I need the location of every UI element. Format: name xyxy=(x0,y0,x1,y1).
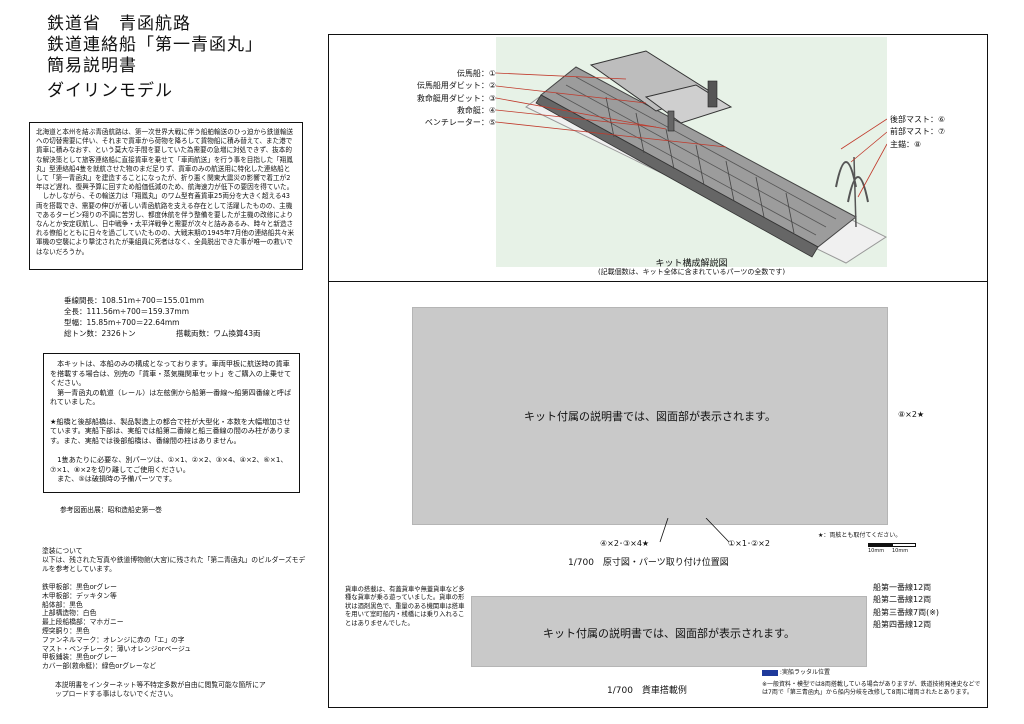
paint-item: 最上段船橋部：マホガニー xyxy=(42,618,124,627)
paint-item: 鉄甲板部：黒色orグレー xyxy=(42,583,117,591)
paint-item: ファンネルマーク：オレンジに赤の「エ」の字 xyxy=(42,635,185,644)
part-label: 救命艇：④ xyxy=(456,105,496,115)
part-label: 伝馬船：① xyxy=(456,69,496,78)
ladder-legend-text: :実船ラッタル位置 xyxy=(779,669,830,676)
notice-text: 本キットは、本船のみの構成となっております。車両甲板に航送時の貨車を搭載する場合… xyxy=(50,359,292,484)
specs-block: 垂線間長：108.51m÷700＝155.01mm 全長：111.56m÷700… xyxy=(64,295,261,339)
callout-leaders xyxy=(659,518,730,543)
copyright-note: 本説明書をインターネット等不特定多数が自由に閲覧可能な箇所にアップロードする事は… xyxy=(55,681,266,698)
callout-davits: ①×1･②×2 xyxy=(728,539,770,548)
paint-item: 木甲板部：デッキタン等 xyxy=(42,591,117,600)
paint-intro: 塗装について 以下は、残された写真や鉄道博物館(大宮)に残された「第二青函丸」の… xyxy=(42,547,306,573)
history-text: 北海道と本州を結ぶ青函航路は、第一次世界大戦に伴う船舶輸送のひっ迫から鉄道輸送へ… xyxy=(36,128,295,256)
kit-caption: キット構成解説図 xyxy=(655,259,728,269)
track-labels: 船第一番線12両 船第二番線12両 船第三番線7両(※) 船第四番線12両 xyxy=(873,582,939,631)
ladder-legend-swatch xyxy=(762,669,778,676)
panel-divider xyxy=(328,281,988,282)
both-sides-note: ★：両舷とも取付てください。 xyxy=(818,532,902,539)
ship-model-drawing xyxy=(495,50,888,264)
part-label: 伝馬船用ダビット：② xyxy=(416,81,496,91)
diagram-panel xyxy=(328,34,988,708)
spec-tonnage: 総トン数：2326トン xyxy=(64,329,136,338)
plan-placeholder-text: キット付属の説明書では、図面部が表示されます。 xyxy=(524,410,776,423)
notice-box: 本キットは、本船のみの構成となっております。車両甲板に航送時の貨車を搭載する場合… xyxy=(43,353,300,493)
paint-list: 鉄甲板部：黒色orグレー 木甲板部：デッキタン等 船体部：黒色 上部構造物：白色… xyxy=(42,583,308,671)
paint-item: 上部構造物：白色 xyxy=(42,609,97,618)
title-line-1: 鉄道省 青函航路 xyxy=(47,14,191,34)
plan-drawing-placeholder: キット付属の説明書では、図面部が表示されます。 xyxy=(412,307,888,525)
plan-caption: 1/700 原寸図・パーツ取り付け位置図 xyxy=(568,558,729,568)
kit-illustration xyxy=(495,37,888,267)
spec-beam: 型幅：15.85m÷700＝22.64mm xyxy=(64,318,180,327)
spec-capacity: 搭載両数：ワム換算43両 xyxy=(175,329,261,338)
history-box: 北海道と本州を結ぶ青函航路は、第一次世界大戦に伴う船舶輸送のひっ迫から鉄道輸送へ… xyxy=(29,122,303,270)
reference-note: 参考図面出展：昭和造船史第一巻 xyxy=(60,506,162,514)
callout-boats: ④×2･③×4★ xyxy=(600,539,650,548)
cargo-placeholder-text: キット付属の説明書では、図面部が表示されます。 xyxy=(543,627,795,640)
kit-subcaption: (記載個数は、キット全体に含まれているパーツの全数です) xyxy=(597,268,786,276)
title-line-3: 簡易説明書 xyxy=(47,56,137,76)
track-label: 船第四番線12両 xyxy=(873,619,932,629)
part-label: 主錨：⑧ xyxy=(890,139,922,149)
part-label: ベンチレーター：⑤ xyxy=(424,118,496,128)
cargo-note: 貨車の搭載は、有蓋貨車や無蓋貨車など多種な貨車が乗る遊っていました。貨車の形状は… xyxy=(345,586,465,627)
ladder-legend: :実船ラッタル位置 xyxy=(762,669,830,677)
paint-item: カバー部(救命艇)：緑色orグレーなど xyxy=(42,662,157,671)
title-line-4: ダイリンモデル xyxy=(47,81,173,101)
spec-length-pp: 垂線間長：108.51m÷700＝155.01mm xyxy=(64,296,205,305)
scale-label: 10mm xyxy=(892,548,909,554)
paint-item: 煙突胴り：黒色 xyxy=(42,626,90,635)
scale-label: 10mm xyxy=(868,548,885,554)
part-label: 後部マスト：⑥ xyxy=(890,115,946,124)
callout-anchor: ⑧×2★ xyxy=(898,410,925,419)
scale-bar: 10mm 10mm xyxy=(868,543,916,555)
title-block: 鉄道省 青函航路 鉄道連絡船「第一青函丸」 簡易説明書 ダイリンモデル xyxy=(47,14,263,102)
paint-section: 塗装について 以下は、残された写真や鉄道博物館(大宮)に残された「第二青函丸」の… xyxy=(42,547,308,671)
title-line-2: 鉄道連絡船「第一青函丸」 xyxy=(47,35,263,55)
spec-tonnage-row: 総トン数：2326トン 搭載両数：ワム換算43両 xyxy=(64,328,261,339)
cargo-footnote: ※一般資料・模型では8両搭載している場合がありますが、鉄道技術発達史などでは7両… xyxy=(762,681,981,696)
cargo-drawing-placeholder: キット付属の説明書では、図面部が表示されます。 xyxy=(471,596,867,667)
paint-item: 船体部：黒色 xyxy=(42,600,83,609)
track-label: 船第三番線7両(※) xyxy=(873,607,940,617)
kit-part-labels-right: 後部マスト：⑥ 前部マスト：⑦ 主錨：⑧ xyxy=(890,114,945,151)
paint-item: マスト・ベンチレータ：薄いオレンジorベージュ xyxy=(42,644,192,653)
track-label: 船第一番線12両 xyxy=(873,583,932,592)
track-label: 船第二番線12両 xyxy=(873,595,932,605)
kit-part-labels-left: 伝馬船：① 伝馬船用ダビット：② 救命艇用ダビット：③ 救命艇：④ ベンチレータ… xyxy=(386,68,496,129)
cargo-caption: 1/700 貨車搭載例 xyxy=(607,686,687,696)
spec-length-overall: 全長：111.56m÷700＝159.37mm xyxy=(64,307,190,316)
part-label: 前部マスト：⑦ xyxy=(890,127,946,137)
paint-item: 甲板鋪装：黒色orグレー xyxy=(42,653,117,662)
part-label: 救命艇用ダビット：③ xyxy=(416,93,496,103)
